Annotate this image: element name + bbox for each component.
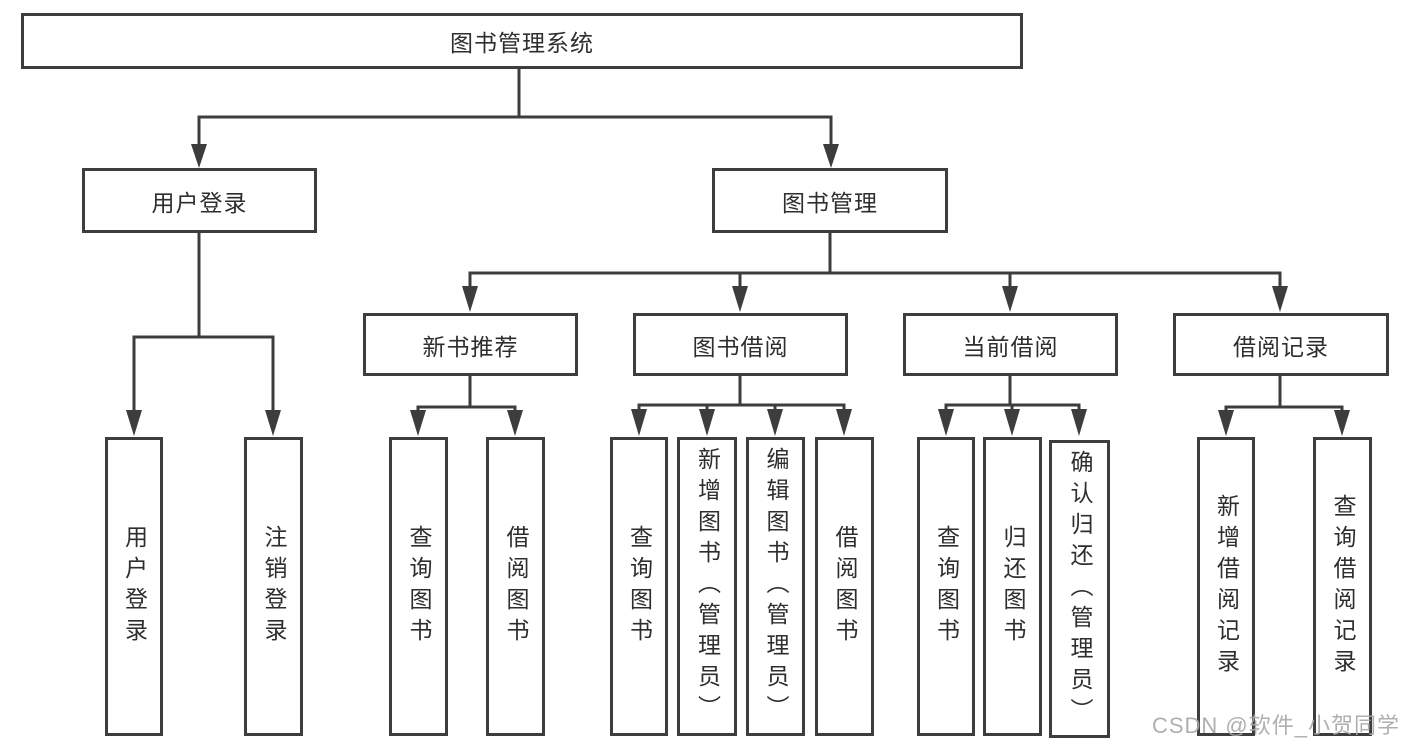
node-book-management: 图书管理 xyxy=(712,168,948,233)
node-label: 确认归还（管理员） xyxy=(1067,449,1093,729)
node-label: 注销登录 xyxy=(261,524,287,649)
connector-root-to-level2 xyxy=(191,69,839,168)
arrowhead xyxy=(1004,409,1020,436)
arrowhead xyxy=(126,410,142,436)
arrowhead xyxy=(191,144,207,168)
leaf-query-books-3: 查询图书 xyxy=(917,437,975,736)
connector-user-login-children xyxy=(126,233,281,436)
node-label: 查询图书 xyxy=(933,524,960,649)
connector-borrow-records-children xyxy=(1218,376,1350,436)
arrowhead xyxy=(462,286,478,312)
arrowhead xyxy=(631,409,647,436)
arrowhead xyxy=(938,409,954,436)
arrowhead xyxy=(410,410,426,436)
node-label: 新书推荐 xyxy=(422,333,519,360)
arrowhead xyxy=(265,410,281,436)
arrowhead xyxy=(1071,409,1087,436)
arrowhead xyxy=(1272,286,1288,312)
watermark: CSDN @软件_小贺同学 xyxy=(1151,713,1400,738)
leaf-logout: 注销登录 xyxy=(244,437,303,736)
leaf-borrow-books-2: 借阅图书 xyxy=(815,437,874,736)
connector-book-management-children xyxy=(462,233,1288,312)
arrowhead xyxy=(767,409,783,436)
leaf-return-books: 归还图书 xyxy=(983,437,1042,736)
node-label: 编辑图书（管理员） xyxy=(763,447,789,726)
node-label: 借阅图书 xyxy=(503,524,529,649)
node-label: 查询图书 xyxy=(626,524,653,649)
leaf-add-borrow-record: 新增借阅记录 xyxy=(1197,437,1255,736)
leaf-add-books-admin: 新增图书（管理员） xyxy=(677,437,737,736)
node-label: 图书管理系统 xyxy=(450,30,594,56)
leaf-query-borrow-record: 查询借阅记录 xyxy=(1313,437,1372,736)
leaf-user-login: 用户登录 xyxy=(105,437,163,736)
node-library-management-system: 图书管理系统 xyxy=(21,13,1023,69)
arrowhead xyxy=(823,144,839,168)
leaf-query-books-1: 查询图书 xyxy=(389,437,448,736)
node-label: 用户登录 xyxy=(121,524,148,649)
arrowhead xyxy=(732,286,748,312)
arrowhead xyxy=(1218,410,1234,436)
leaf-query-books-2: 查询图书 xyxy=(610,437,668,736)
connector-new-book-children xyxy=(410,376,523,436)
node-label: 新增借阅记录 xyxy=(1213,493,1240,680)
leaf-confirm-return-admin: 确认归还（管理员） xyxy=(1049,440,1110,738)
node-label: 归还图书 xyxy=(1000,524,1026,649)
leaf-borrow-books-1: 借阅图书 xyxy=(486,437,545,736)
node-label: 图书管理 xyxy=(782,189,878,216)
node-label: 借阅记录 xyxy=(1233,333,1329,360)
arrowhead xyxy=(699,409,715,436)
node-label: 当前借阅 xyxy=(962,333,1059,360)
node-label: 查询图书 xyxy=(406,524,432,649)
arrowhead xyxy=(507,410,523,436)
arrowhead xyxy=(836,409,852,436)
connector-current-borrow-children xyxy=(938,376,1087,436)
node-label: 新增图书（管理员） xyxy=(694,447,721,726)
leaf-edit-books-admin: 编辑图书（管理员） xyxy=(746,437,805,736)
node-borrowing-records: 借阅记录 xyxy=(1173,313,1389,376)
node-user-login: 用户登录 xyxy=(82,168,317,233)
connector-book-borrow-children xyxy=(631,376,852,436)
arrowhead xyxy=(1334,410,1350,436)
node-label: 用户登录 xyxy=(151,189,248,216)
arrowhead xyxy=(1002,286,1018,312)
node-label: 图书借阅 xyxy=(692,333,789,360)
node-book-borrowing: 图书借阅 xyxy=(633,313,848,376)
node-new-book-recommendation: 新书推荐 xyxy=(363,313,578,376)
node-label: 借阅图书 xyxy=(832,524,858,649)
node-label: 查询借阅记录 xyxy=(1330,493,1356,680)
node-current-borrowing: 当前借阅 xyxy=(903,313,1118,376)
